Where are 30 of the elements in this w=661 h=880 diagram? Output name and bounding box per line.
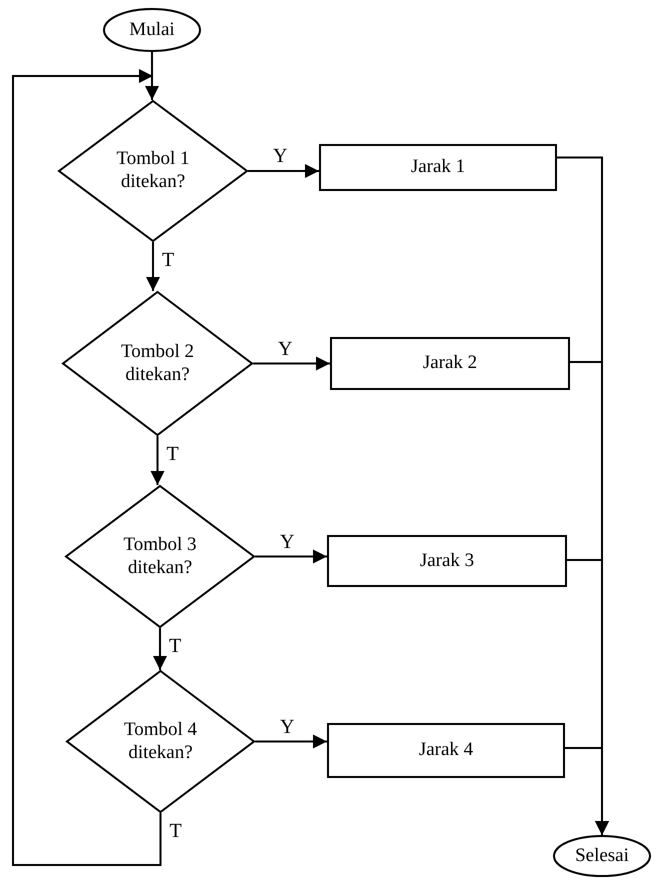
arrow — [248, 164, 319, 178]
arrow — [255, 734, 327, 748]
node-label: Tombol 3 ditekan? — [122, 534, 198, 580]
decision-diamond — [62, 291, 253, 436]
node-label: Tombol 1 ditekan? — [115, 148, 191, 194]
process-box — [327, 723, 565, 778]
arrow — [150, 436, 164, 485]
decision-diamond — [66, 670, 255, 813]
node-label: Jarak 4 — [418, 739, 474, 762]
arrow — [253, 356, 330, 370]
node-label: Tombol 4 ditekan? — [122, 718, 198, 764]
process-box — [319, 144, 557, 191]
arrow — [255, 550, 327, 564]
arrow — [146, 242, 160, 291]
terminator-ellipse — [103, 8, 201, 52]
arrow — [153, 628, 167, 670]
process-box — [327, 535, 567, 587]
node-label: Tombol 2 ditekan? — [120, 340, 196, 386]
node-label: Selesai — [575, 844, 629, 868]
node-label: Mulai — [129, 18, 175, 42]
node-label: Jarak 1 — [410, 156, 466, 179]
terminator-ellipse — [553, 835, 651, 877]
arrow — [565, 747, 609, 835]
arrow — [12, 69, 162, 866]
decision-diamond — [58, 100, 248, 242]
node-label: Jarak 2 — [422, 352, 478, 375]
node-label: Jarak 3 — [420, 550, 474, 572]
arrow — [145, 52, 159, 100]
decision-diamond — [65, 485, 255, 628]
process-box — [330, 337, 570, 390]
